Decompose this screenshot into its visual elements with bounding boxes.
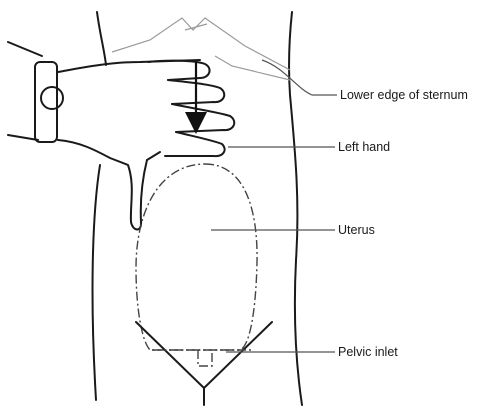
uterus-outline <box>136 164 257 350</box>
rib-margin-lower <box>215 56 290 80</box>
forearm-outline <box>8 42 42 140</box>
pelvic-brim <box>136 322 272 405</box>
finger-4 <box>165 132 225 156</box>
palm-outline <box>58 60 200 230</box>
torso-right-outline <box>289 12 302 405</box>
left-hand-drawing <box>8 42 234 230</box>
torso-left-outline <box>93 12 106 400</box>
watch-icon <box>41 87 63 109</box>
finger-1 <box>148 61 210 80</box>
label-left-hand: Left hand <box>338 140 390 154</box>
label-sternum: Lower edge of sternum <box>340 88 468 102</box>
label-pelvic-inlet: Pelvic inlet <box>338 345 398 359</box>
label-uterus: Uterus <box>338 223 375 237</box>
watch-strap <box>35 62 57 142</box>
sternum-leader <box>262 60 337 95</box>
